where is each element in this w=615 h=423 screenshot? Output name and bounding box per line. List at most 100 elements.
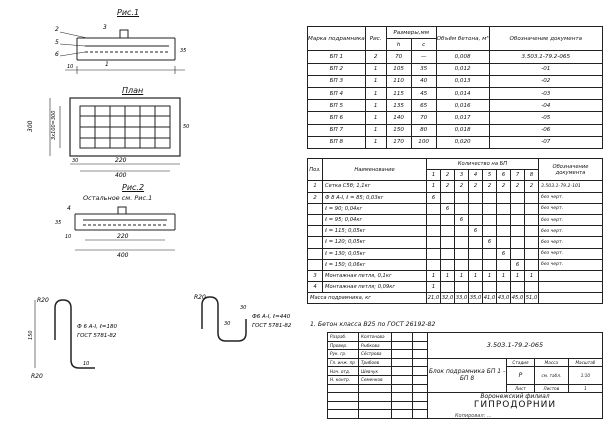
role: Рук. гр. bbox=[327, 349, 359, 359]
cell-c: 40 bbox=[410, 74, 437, 88]
cell-pos: 1 bbox=[307, 180, 323, 193]
cell-name: ℓ = 120; 0,05кг bbox=[322, 236, 427, 249]
cell-qty: 2 bbox=[482, 180, 497, 193]
cell-doc: без черт. bbox=[538, 247, 603, 260]
cell-mark: БП 5 bbox=[307, 99, 366, 113]
person: Трибоев bbox=[358, 357, 392, 368]
cell-qty bbox=[454, 281, 469, 294]
cell-qty bbox=[440, 191, 455, 204]
cell-name: ℓ = 130; 0,05кг bbox=[322, 247, 427, 260]
cell-c: 45 bbox=[410, 86, 437, 101]
person: Сёстрова bbox=[358, 349, 392, 359]
cell-qty bbox=[482, 247, 497, 260]
cell-qty bbox=[468, 236, 483, 249]
cell-h: 135 bbox=[385, 99, 412, 113]
cell-name: Ф 8 А-I, ℓ = 85; 0,03кг bbox=[322, 191, 427, 204]
cell-qty bbox=[496, 213, 511, 227]
col-header-dims: Размеры,мм bbox=[385, 25, 437, 40]
cell-qty: 2 bbox=[454, 180, 469, 193]
cell-qty: 1 bbox=[454, 269, 469, 283]
cell-qty bbox=[510, 213, 525, 227]
date bbox=[412, 357, 428, 368]
hook1-dim-10: 10 bbox=[83, 361, 89, 367]
cell-pos bbox=[307, 225, 323, 238]
title-block-row bbox=[327, 409, 603, 419]
cell-qty bbox=[524, 247, 539, 260]
cell-doc: 3.503.1-79.2-065 bbox=[488, 50, 604, 64]
signature bbox=[391, 400, 413, 411]
fig1-dim-35: 35 bbox=[180, 48, 186, 54]
cell-qty bbox=[524, 258, 539, 271]
date bbox=[412, 332, 428, 342]
cell-volume: 0,016 bbox=[435, 99, 490, 113]
cell-qty bbox=[426, 225, 441, 238]
cell-mass: 33,0 bbox=[454, 292, 469, 305]
cell-qty bbox=[496, 191, 511, 204]
fig2-dim-35: 35 bbox=[55, 220, 61, 226]
cell-qty bbox=[426, 213, 441, 227]
fig2-drawing: 4 35 10 220 400 bbox=[55, 205, 176, 259]
cell-fig: 2 bbox=[364, 50, 387, 64]
cell-qty bbox=[468, 213, 483, 227]
cell-doc: 3.503.1-79.2-101 bbox=[538, 180, 603, 193]
qty-col-header: 1 bbox=[426, 169, 441, 182]
cell-qty bbox=[524, 213, 539, 227]
cell-mark: БП 6 bbox=[307, 111, 366, 125]
cell-qty: 6 bbox=[510, 258, 525, 271]
cell-qty: 6 bbox=[440, 202, 455, 215]
date bbox=[412, 366, 428, 376]
signature bbox=[391, 409, 413, 419]
cell-mass: 45,0 bbox=[510, 292, 525, 305]
cell-qty bbox=[496, 236, 511, 249]
cell-pos: 2 bbox=[307, 191, 323, 204]
cell-qty: 2 bbox=[440, 180, 455, 193]
cell-pos bbox=[307, 247, 323, 260]
date bbox=[412, 400, 428, 411]
col-header-h: h bbox=[385, 38, 412, 52]
cell-fig: 1 bbox=[364, 135, 387, 149]
cell-c: 65 bbox=[410, 99, 437, 113]
cell-volume: 0,012 bbox=[435, 62, 490, 76]
role: Н. контр. bbox=[327, 374, 359, 385]
cell-c: 80 bbox=[410, 123, 437, 137]
cell-volume: 0,013 bbox=[435, 74, 490, 88]
cell-qty bbox=[440, 213, 455, 227]
cell-qty bbox=[510, 202, 525, 215]
person bbox=[358, 400, 392, 411]
cell-qty bbox=[454, 236, 469, 249]
cell-qty bbox=[524, 225, 539, 238]
date bbox=[412, 392, 428, 402]
cell-mass: 21,0 bbox=[426, 292, 441, 305]
cell-pos: 3 bbox=[307, 269, 323, 283]
cell-qty bbox=[482, 281, 497, 294]
signature bbox=[391, 392, 413, 402]
cell-doc: -04 bbox=[488, 99, 604, 113]
cell-fig: 1 bbox=[364, 86, 387, 101]
qty-col-header: 6 bbox=[496, 169, 511, 182]
sheet-label: Лист bbox=[506, 383, 535, 394]
cell-mass: 51,0 bbox=[524, 292, 539, 305]
cell-qty bbox=[454, 225, 469, 238]
cell-doc: без черт. bbox=[538, 202, 603, 215]
cell-h: 150 bbox=[385, 123, 412, 137]
cell-mark: БП 7 bbox=[307, 123, 366, 137]
cell-qty bbox=[468, 191, 483, 204]
org-name: Воронежский филиал bbox=[480, 393, 550, 401]
fig1-dim-2: 2 bbox=[55, 26, 59, 33]
cell-qty: 1 bbox=[524, 269, 539, 283]
cell-pos bbox=[307, 213, 323, 227]
hook2-r: R20 bbox=[194, 294, 206, 301]
scale-label: Масштаб bbox=[567, 357, 604, 368]
signature bbox=[391, 383, 413, 394]
person bbox=[358, 392, 392, 402]
cell-qty: 2 bbox=[496, 180, 511, 193]
stage-label: Стадия bbox=[506, 357, 535, 368]
cell-mass: 32,0 bbox=[440, 292, 455, 305]
